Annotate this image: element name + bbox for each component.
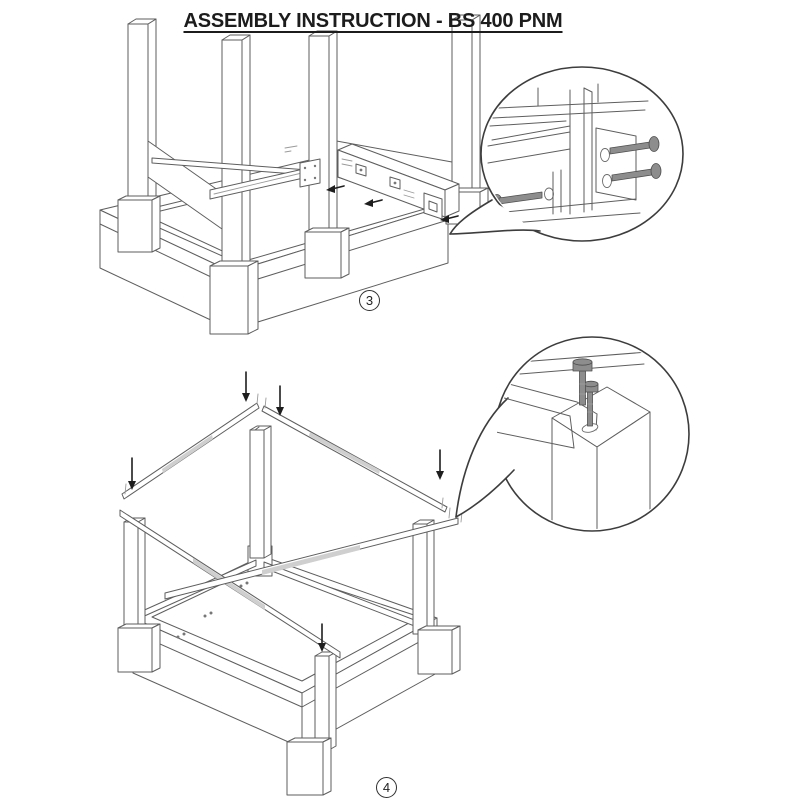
corner-foot (117, 623, 161, 673)
screw-hole (239, 581, 249, 588)
corner-post-left (123, 517, 146, 633)
alignment-ticks (124, 393, 444, 509)
floating-rail-left (121, 402, 260, 500)
corner-post-front (314, 651, 337, 751)
bolt-icon (609, 136, 660, 155)
screw-hole (176, 632, 186, 639)
side-rail-step-3 (337, 143, 460, 220)
bolt-icon (611, 163, 662, 182)
floating-rail-right (261, 405, 448, 513)
arrow-down-icon (436, 449, 444, 480)
step-3-diagram (99, 14, 684, 335)
corner-foot (417, 625, 461, 675)
table-leg-back-right (304, 30, 350, 279)
bolt-icon (583, 380, 599, 427)
arrow-down-icon (128, 457, 136, 490)
arrow-left-icon (364, 199, 383, 207)
arrow-down-icon (318, 623, 326, 652)
corner-post-right (412, 519, 435, 635)
bolt-icon (572, 358, 593, 406)
corner-post-back (249, 425, 272, 559)
placement-arrows-step-4 (128, 371, 444, 652)
arrow-down-icon (276, 385, 284, 416)
mounted-rails-step-3 (147, 140, 321, 230)
detail-bubble-step-4 (455, 336, 690, 532)
screw-hole (203, 611, 213, 618)
corner-foot (286, 737, 332, 796)
arrow-left-icon (440, 215, 459, 223)
arrow-left-icon (326, 185, 345, 193)
insertion-arrows-step-3 (326, 185, 459, 223)
detail-bubble-step-3 (449, 66, 684, 242)
table-top-tray-step-4 (132, 555, 438, 749)
step-4-badge: 4 (376, 777, 397, 798)
step-4-diagram (117, 336, 690, 796)
step-3-badge: 3 (359, 290, 380, 311)
arrow-down-icon (242, 371, 250, 402)
page-title: ASSEMBLY INSTRUCTION - BS 400 PNM (183, 10, 563, 32)
bubble-3-contents (483, 83, 662, 227)
table-leg-back-left (117, 18, 161, 253)
mounted-rails-step-4 (119, 507, 463, 659)
bubble-4-contents (497, 351, 651, 529)
